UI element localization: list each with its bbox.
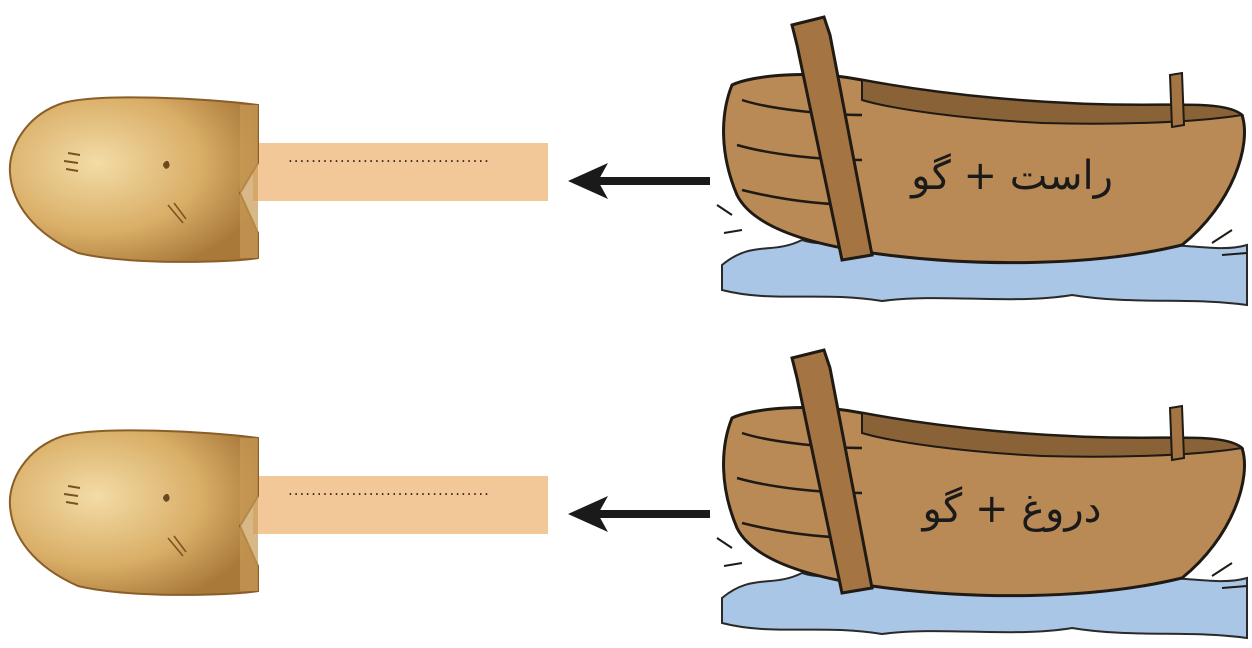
oar-icon bbox=[8, 426, 553, 596]
arrow-left-icon bbox=[568, 496, 713, 532]
oar-answer-paddle: ..................................... bbox=[8, 426, 553, 596]
boat-word: دروغ + گو bbox=[877, 486, 1147, 532]
oar-answer-paddle: ..................................... bbox=[8, 93, 553, 263]
answer-blank[interactable]: ..................................... bbox=[288, 148, 488, 166]
exercise-row-2: ..................................... در… bbox=[0, 338, 1252, 648]
boat-illustration: دروغ + گو bbox=[712, 338, 1252, 643]
boat-illustration: راست + گو bbox=[712, 5, 1252, 310]
answer-blank[interactable]: ..................................... bbox=[288, 481, 488, 499]
oar-icon bbox=[8, 93, 553, 263]
arrow-left-icon bbox=[568, 163, 713, 199]
boat-word: راست + گو bbox=[877, 153, 1147, 199]
exercise-row-1: ..................................... را… bbox=[0, 5, 1252, 315]
